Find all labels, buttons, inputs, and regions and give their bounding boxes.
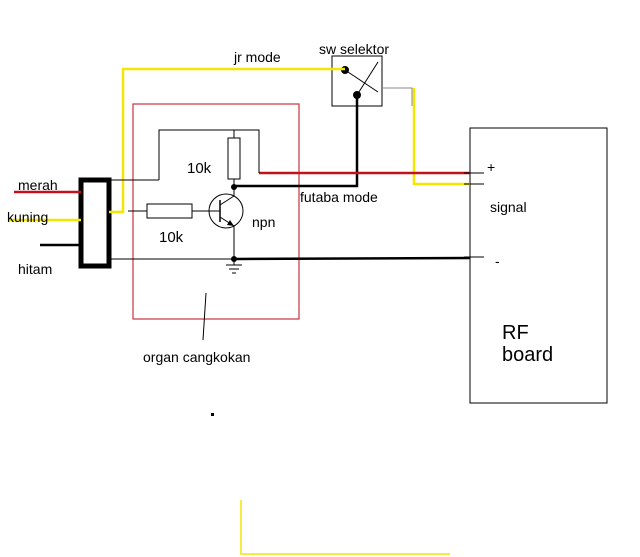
servo-connector (78, 177, 112, 269)
transistor-collector (219, 195, 235, 206)
label-npn: npn (252, 214, 276, 230)
label-hitam: hitam (18, 261, 53, 277)
label-sw-selector: sw selektor (319, 41, 390, 57)
wire-futaba-mode (236, 95, 359, 188)
switch-lever (344, 69, 379, 93)
wire-signal-yellow (412, 88, 470, 186)
yellow-bracket-bottom (240, 500, 450, 555)
label-jr-mode: jr mode (234, 49, 281, 65)
label-plus: + (487, 159, 496, 175)
label-resistor-bottom: 10k (159, 229, 184, 246)
label-organ-cangkokan: organ cangkokan (143, 349, 251, 365)
label-futaba-mode: futaba mode (300, 189, 378, 205)
wire-ground-thick (235, 256, 471, 261)
organ-pointer (202, 292, 207, 341)
transistor-emitter-arrow (227, 220, 234, 226)
wire-top-loop (158, 129, 260, 180)
label-kuning: kuning (7, 209, 49, 225)
label-signal: signal (490, 199, 527, 215)
label-rf: RF (502, 322, 529, 344)
resistor-bottom (146, 203, 193, 219)
label-board: board (502, 344, 554, 366)
wire-signal (382, 87, 413, 106)
label-resistor-top: 10k (187, 160, 212, 177)
resistor-top (227, 137, 241, 180)
stray-dot (211, 413, 214, 416)
switch-lever-2 (356, 61, 379, 96)
junction-collector (231, 184, 237, 190)
label-merah: merah (18, 177, 58, 193)
label-minus: - (495, 253, 500, 269)
rf-board-box (469, 127, 608, 404)
